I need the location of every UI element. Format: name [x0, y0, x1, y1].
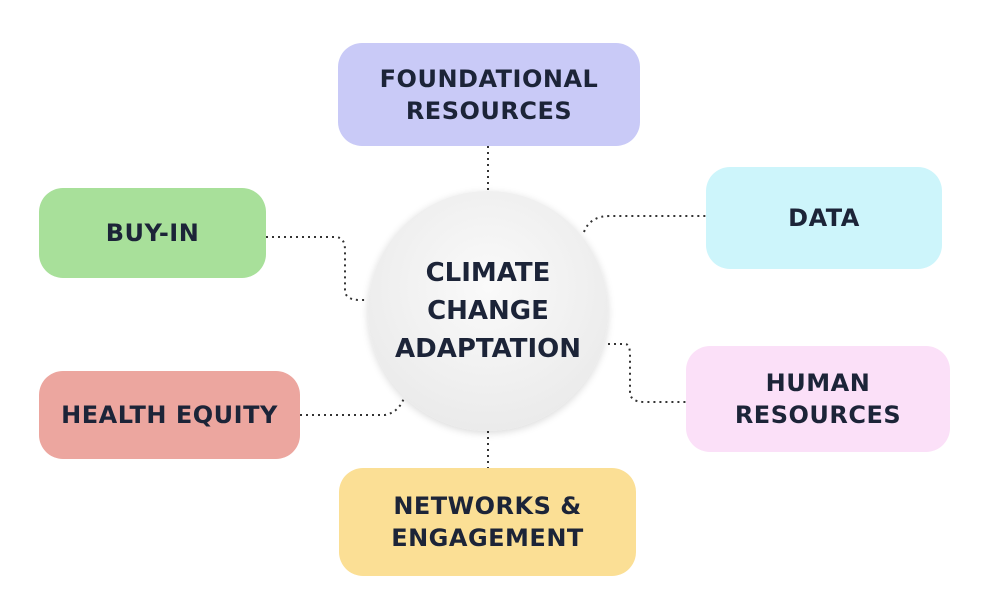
node-buy-in: BUY-IN [39, 188, 266, 278]
connector-health [300, 394, 406, 416]
connector-human [608, 343, 686, 403]
node-data: DATA [706, 167, 942, 269]
connector-data [583, 215, 706, 233]
central-topic: CLIMATE CHANGE ADAPTATION [368, 191, 608, 431]
node-foundational-resources: FOUNDATIONAL RESOURCES [338, 43, 640, 146]
node-human-resources: HUMAN RESOURCES [686, 346, 950, 452]
node-health-equity: HEALTH EQUITY [39, 371, 300, 459]
connector-buyin [266, 236, 368, 301]
node-networks-engagement: NETWORKS & ENGAGEMENT [339, 468, 636, 576]
